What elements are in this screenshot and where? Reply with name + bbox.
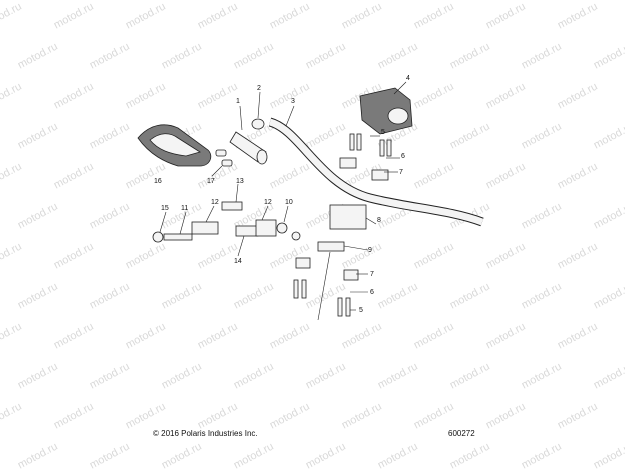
callout-6-upper: 6 bbox=[401, 153, 405, 160]
callout-3: 3 bbox=[291, 98, 295, 105]
switch-assembly bbox=[152, 201, 301, 243]
leader-lines bbox=[159, 81, 407, 311]
callout-14: 14 bbox=[234, 258, 242, 265]
callout-8: 8 bbox=[377, 217, 381, 224]
lower-clamps bbox=[293, 257, 359, 317]
copyright-text: © 2016 Polaris Industries Inc. bbox=[153, 429, 258, 438]
upper-bolts bbox=[349, 133, 392, 157]
end-plug bbox=[251, 118, 265, 130]
callout-13: 13 bbox=[236, 178, 244, 185]
bar-mount bbox=[329, 204, 367, 230]
grip bbox=[229, 131, 268, 165]
callout-9: 9 bbox=[368, 247, 372, 254]
adjuster bbox=[317, 241, 345, 321]
callout-6-lower: 6 bbox=[370, 289, 374, 296]
handguard bbox=[137, 124, 212, 167]
callout-15: 15 bbox=[161, 205, 169, 212]
clip-part bbox=[215, 149, 233, 167]
callout-16: 16 bbox=[154, 178, 162, 185]
callout-12-left: 12 bbox=[211, 199, 219, 206]
callout-2: 2 bbox=[257, 85, 261, 92]
callout-4: 4 bbox=[406, 75, 410, 82]
callout-5-lower: 5 bbox=[359, 307, 363, 314]
callout-7-lower: 7 bbox=[370, 271, 374, 278]
callout-5-upper: 5 bbox=[381, 129, 385, 136]
callout-12-right: 12 bbox=[264, 199, 272, 206]
callout-11: 11 bbox=[181, 205, 188, 212]
bar-pad bbox=[359, 87, 413, 135]
callout-10: 10 bbox=[285, 199, 293, 206]
callout-7-upper: 7 bbox=[399, 169, 403, 176]
callout-17: 17 bbox=[207, 178, 215, 185]
callout-labels: 1 2 3 4 5 6 7 16 17 13 15 11 12 12 10 8 … bbox=[154, 75, 410, 314]
diagram-id: 600272 bbox=[448, 429, 475, 438]
callout-1: 1 bbox=[236, 98, 240, 105]
upper-clamps bbox=[339, 157, 389, 181]
